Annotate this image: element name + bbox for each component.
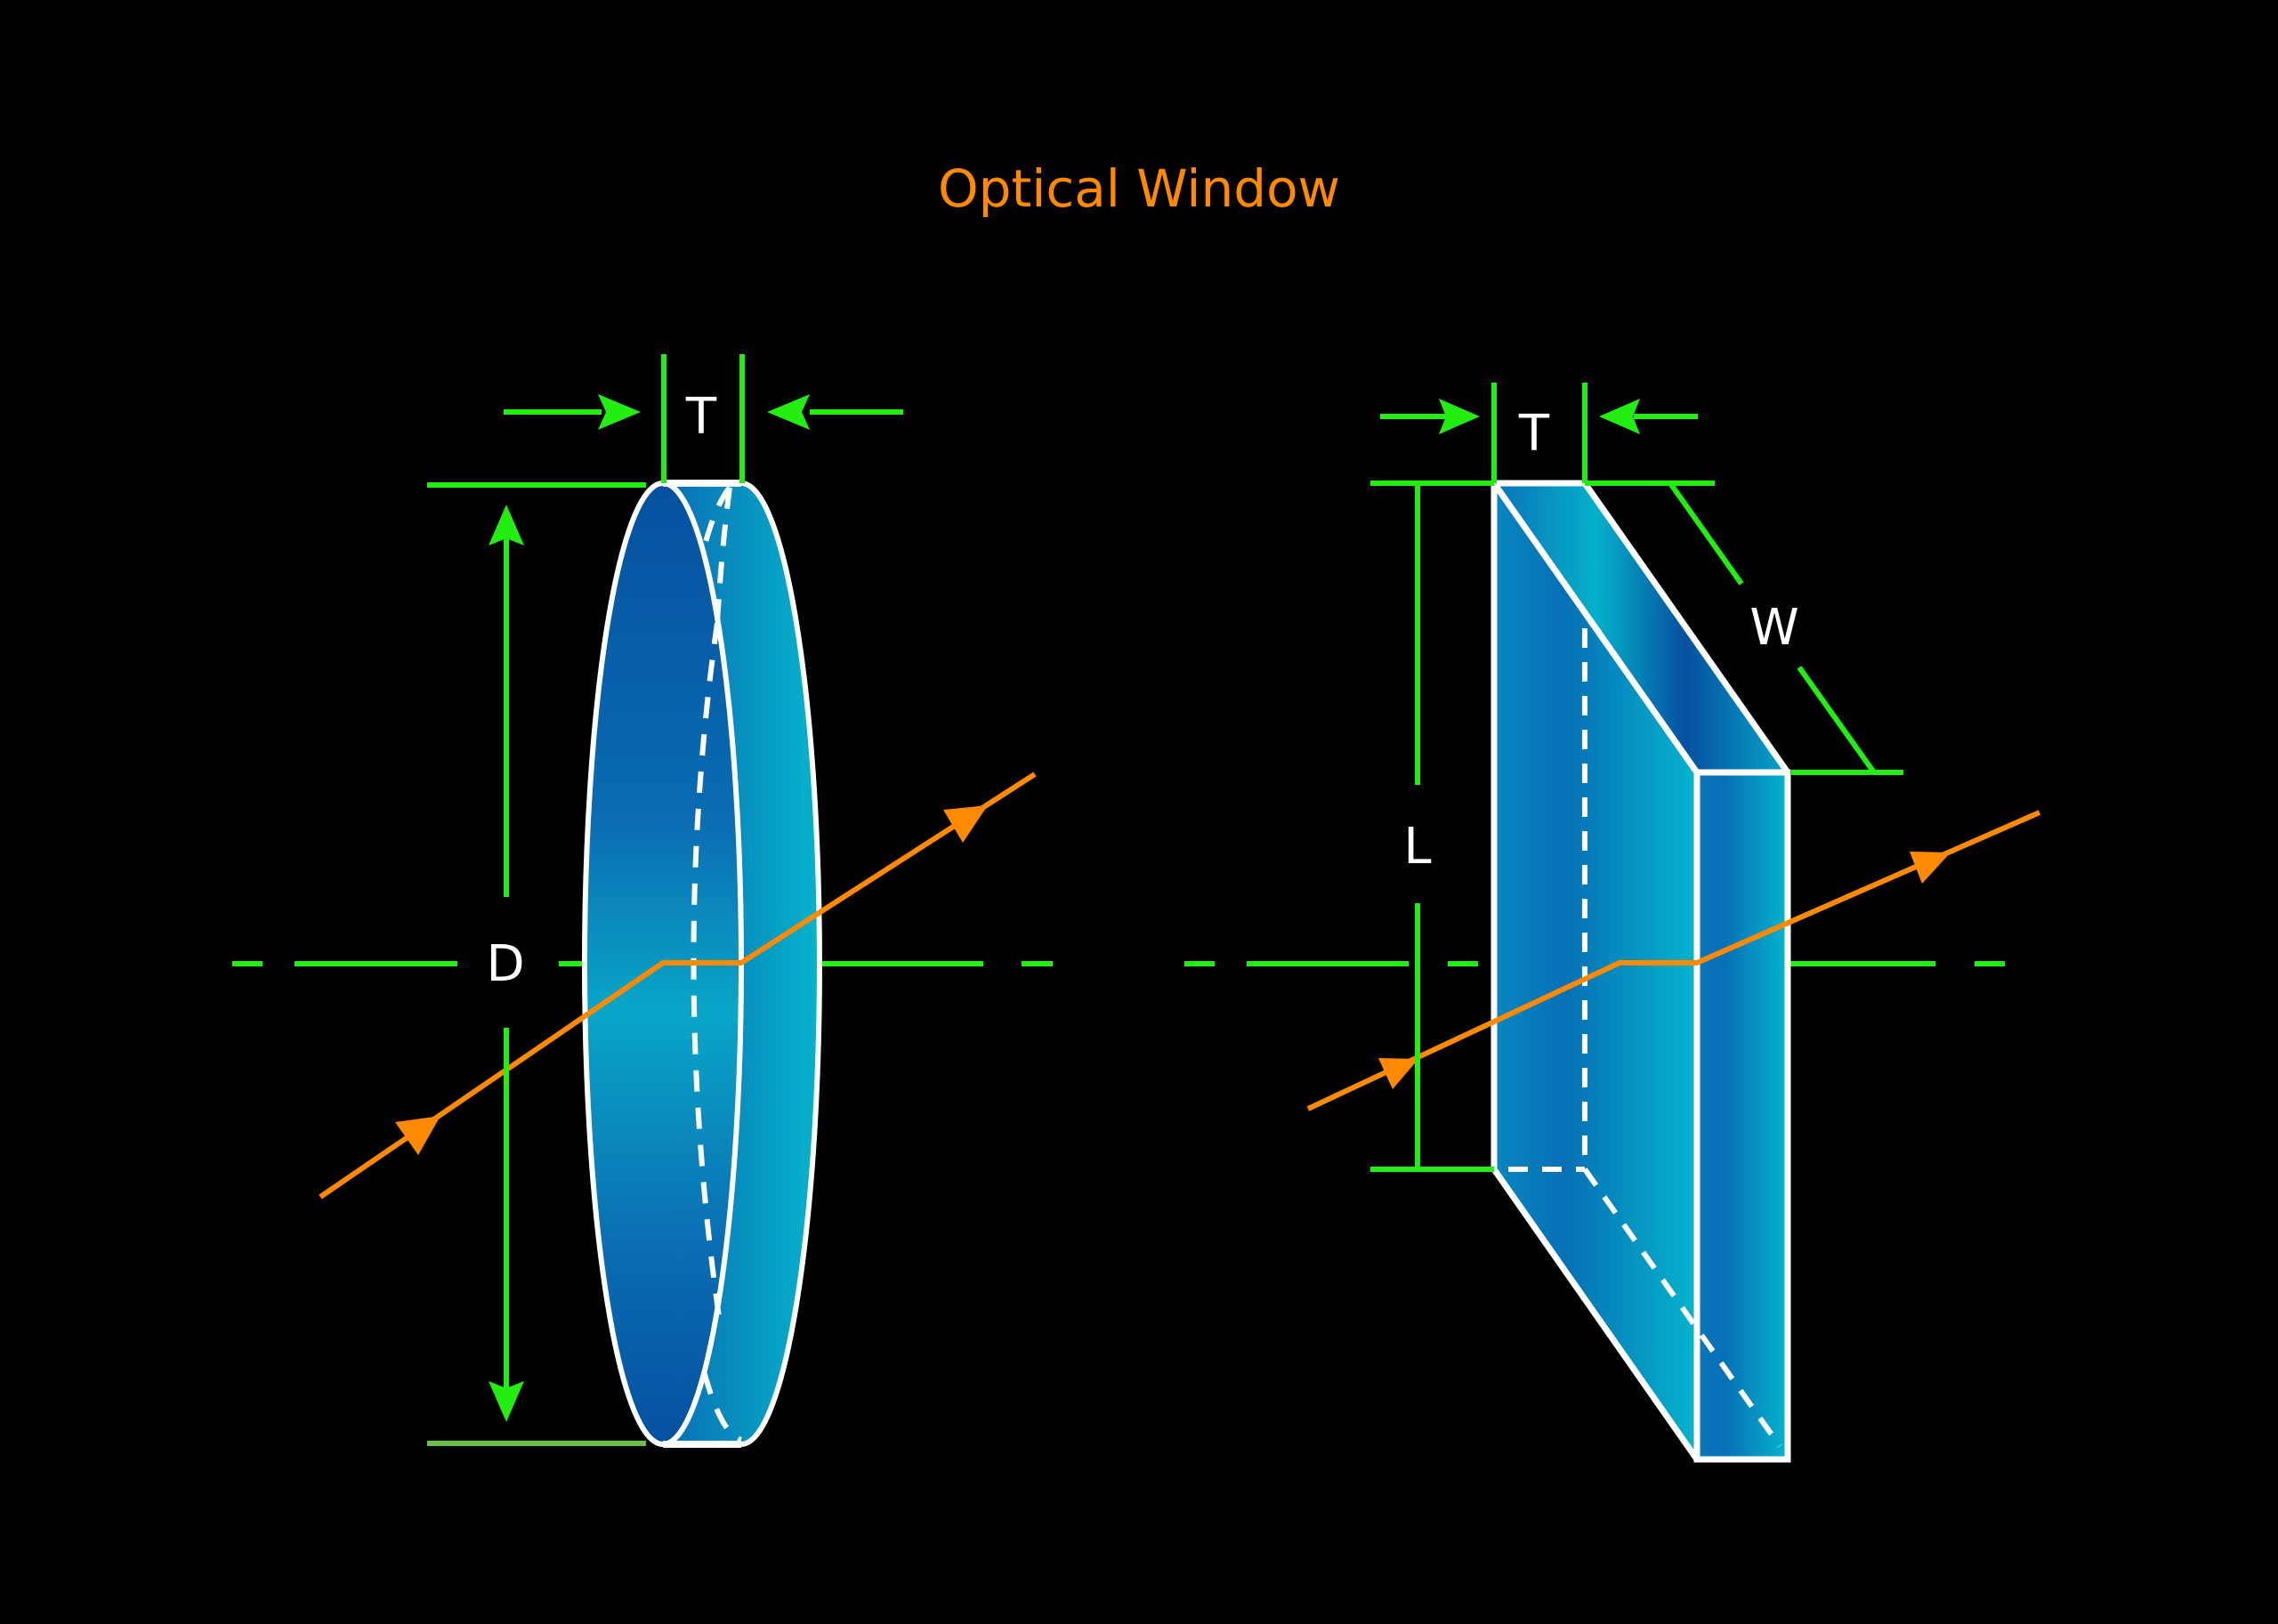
- ray-arrow-icon: [395, 1116, 440, 1155]
- arrow-down-icon: [489, 1381, 524, 1422]
- width-label: W: [1749, 599, 1798, 657]
- ray-arrow-icon: [1378, 1058, 1418, 1089]
- width-dimension: [1370, 481, 1903, 775]
- arrow-right-icon: [1439, 399, 1480, 434]
- arrow-right-icon: [598, 394, 641, 430]
- rectangular-window: T W L: [1184, 383, 2041, 1463]
- length-label: L: [1403, 818, 1431, 876]
- arrow-left-icon: [767, 394, 810, 430]
- diagram-title: Optical Window: [938, 158, 1340, 219]
- prism-hidden-edges: [1508, 628, 1782, 1448]
- prism-front-face: [1693, 769, 1791, 1463]
- arrow-left-icon: [1599, 399, 1640, 434]
- thickness-dimension-round: [504, 354, 903, 483]
- thickness-dimension-rect: [1380, 383, 1698, 483]
- light-ray-rect: [1306, 810, 2041, 1111]
- round-window: T D: [232, 354, 1053, 1448]
- ray-arrow-icon: [1910, 852, 1951, 884]
- diameter-dimension: D: [427, 482, 646, 1446]
- lens-hidden-edge: [663, 486, 742, 1442]
- diameter-label: D: [486, 935, 524, 993]
- ray-arrow-icon: [943, 805, 988, 843]
- light-ray-round: [319, 772, 1037, 1200]
- thickness-label-rect: T: [1518, 405, 1550, 463]
- arrow-up-icon: [489, 505, 524, 545]
- thickness-label-round: T: [685, 388, 717, 446]
- length-dimension: [1370, 483, 1494, 1172]
